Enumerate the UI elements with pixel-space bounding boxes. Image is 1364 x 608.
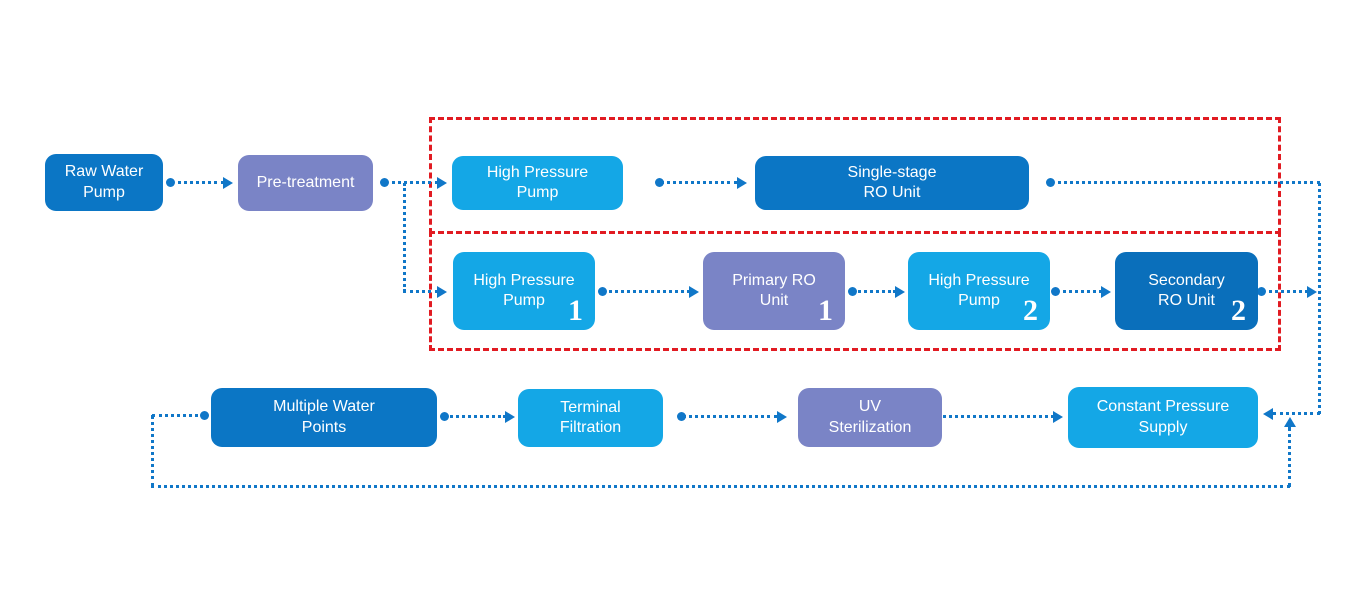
connector-line [385, 181, 438, 184]
node-pre-treatment: Pre-treatment [238, 155, 373, 211]
connector-dot [848, 287, 857, 296]
node-label: UV Sterilization [828, 398, 912, 436]
node-label: Single-stage RO Unit [847, 163, 937, 201]
connector-dot [1257, 287, 1266, 296]
node-constant-pressure-supply: Constant Pressure Supply [1068, 387, 1258, 448]
arrowhead-right-icon [437, 177, 447, 189]
node-numeral: 2 [1231, 294, 1246, 327]
node-label: High Pressure Pump [473, 271, 575, 309]
connector-line [151, 485, 1290, 488]
connector-line [1273, 412, 1320, 415]
node-secondary-ro-unit-2: Secondary RO Unit 2 [1115, 252, 1258, 330]
connector-line [853, 290, 896, 293]
connector-line [171, 181, 224, 184]
arrowhead-right-icon [895, 286, 905, 298]
connector-line [151, 415, 154, 487]
node-numeral: 1 [568, 294, 583, 327]
connector-line [1262, 290, 1308, 293]
node-label: Raw Water Pump [64, 163, 144, 201]
arrowhead-right-icon [1307, 286, 1317, 298]
connector-line [660, 181, 738, 184]
connector-line [445, 415, 506, 418]
node-label: Terminal Filtration [559, 398, 622, 436]
connector-line [1288, 427, 1291, 487]
arrowhead-right-icon [223, 177, 233, 189]
node-primary-ro-unit-1: Primary RO Unit 1 [703, 252, 845, 330]
node-label: Primary RO Unit [732, 271, 816, 309]
connector-line [682, 415, 778, 418]
connector-dot [598, 287, 607, 296]
arrowhead-right-icon [689, 286, 699, 298]
connector-dot [380, 178, 389, 187]
connector-line [403, 183, 406, 292]
node-raw-water-pump: Raw Water Pump [45, 154, 163, 211]
node-terminal-filtration: Terminal Filtration [518, 389, 663, 447]
connector-line [1318, 183, 1321, 414]
arrowhead-right-icon [777, 411, 787, 423]
node-numeral: 2 [1023, 294, 1038, 327]
connector-dot [166, 178, 175, 187]
connector-line [403, 290, 438, 293]
connector-line [1051, 181, 1320, 184]
connector-dot [655, 178, 664, 187]
node-label: Multiple Water Points [273, 398, 375, 436]
node-uv-sterilization: UV Sterilization [798, 388, 942, 447]
arrowhead-right-icon [1101, 286, 1111, 298]
arrowhead-up-icon [1284, 417, 1296, 427]
node-numeral: 1 [818, 294, 833, 327]
arrowhead-right-icon [505, 411, 515, 423]
node-label: Secondary RO Unit [1148, 271, 1225, 309]
node-multiple-water-points: Multiple Water Points [211, 388, 437, 447]
connector-line [152, 414, 205, 417]
node-label: High Pressure Pump [486, 163, 589, 201]
arrowhead-right-icon [737, 177, 747, 189]
node-label: Constant Pressure Supply [1096, 398, 1230, 436]
connector-dot [1046, 178, 1055, 187]
node-high-pressure-pump: High Pressure Pump [452, 156, 623, 210]
connector-dot [1051, 287, 1060, 296]
node-single-stage-ro-unit: Single-stage RO Unit [755, 156, 1029, 210]
node-high-pressure-pump-2: High Pressure Pump 2 [908, 252, 1050, 330]
connector-line [926, 415, 1054, 418]
connector-dot [677, 412, 686, 421]
arrowhead-right-icon [1053, 411, 1063, 423]
connector-line [1056, 290, 1102, 293]
arrowhead-right-icon [437, 286, 447, 298]
node-high-pressure-pump-1: High Pressure Pump 1 [453, 252, 595, 330]
arrowhead-left-icon [1263, 408, 1273, 420]
node-label: Pre-treatment [256, 173, 355, 191]
node-label: High Pressure Pump [928, 271, 1030, 309]
connector-dot [440, 412, 449, 421]
connector-line [603, 290, 690, 293]
